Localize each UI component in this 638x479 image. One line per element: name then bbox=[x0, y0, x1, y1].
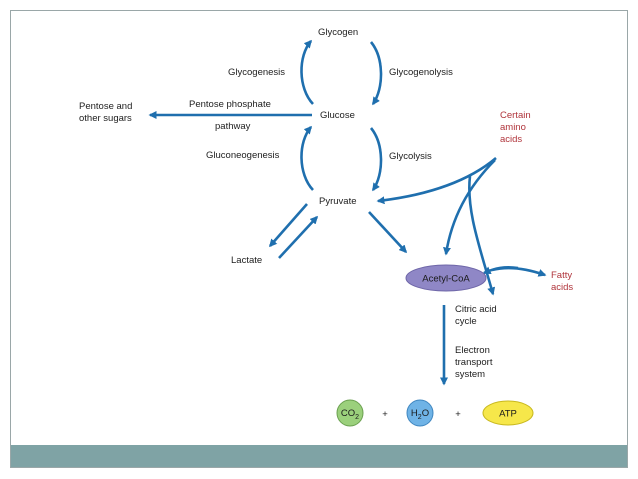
pyruvate-to-lactate-arrow bbox=[269, 203, 308, 248]
atp-node bbox=[482, 400, 534, 426]
glycogenesis-arrow bbox=[300, 39, 314, 105]
glycogenesis-label: Glycogenesis bbox=[228, 67, 286, 78]
slide-frame bbox=[10, 10, 628, 468]
svg-text:CO2: CO2 bbox=[341, 408, 359, 421]
amino-to-acetylcoa-arrow bbox=[443, 159, 496, 256]
acetyl-coa-label: Acetyl-CoA bbox=[422, 274, 470, 285]
co2-label: CO bbox=[341, 408, 355, 419]
lactate-label: Lactate bbox=[231, 255, 263, 266]
gluconeogenesis-arrow bbox=[300, 125, 314, 191]
plus-sign-1: + bbox=[382, 409, 388, 420]
gluconeogenesis-label: Gluconeogenesis bbox=[206, 150, 280, 161]
glycogenolysis-arrow bbox=[369, 41, 383, 106]
plus-sign-2: + bbox=[455, 409, 461, 420]
h2o-subscript: 2 bbox=[418, 414, 422, 421]
h2o-h-label: H bbox=[411, 408, 418, 419]
electron-transport-label: Electron transport system bbox=[455, 345, 493, 380]
amino-to-citric-arrow bbox=[468, 175, 496, 296]
slide-footer-bar bbox=[11, 445, 627, 467]
amino-to-pyruvate-arrow bbox=[376, 157, 497, 205]
co2-node bbox=[336, 399, 364, 427]
glycolysis-label: Glycolysis bbox=[389, 151, 432, 162]
glycolysis-arrow bbox=[369, 127, 383, 192]
fatty-acids-label: Fatty acids bbox=[551, 270, 574, 293]
svg-text:H2O: H2O bbox=[411, 408, 429, 421]
fatty-to-acetylcoa-arrow bbox=[482, 265, 519, 275]
pentose-pathway-label-1: Pentose phosphate bbox=[189, 99, 271, 110]
lactate-to-pyruvate-arrow bbox=[278, 215, 319, 259]
amino-acids-label: Certain amino acids bbox=[500, 110, 531, 145]
acetyl-coa-node bbox=[405, 264, 487, 292]
h2o-node bbox=[406, 399, 434, 427]
pyruvate-label: Pyruvate bbox=[319, 196, 357, 207]
glycogenolysis-label: Glycogenolysis bbox=[389, 67, 453, 78]
glucose-label: Glucose bbox=[320, 110, 355, 121]
pentose-sugars-label: Pentose and other sugars bbox=[79, 101, 133, 124]
atp-label: ATP bbox=[499, 409, 517, 420]
pyruvate-to-acetylcoa-arrow bbox=[368, 211, 408, 254]
co2-subscript: 2 bbox=[355, 414, 359, 421]
citric-acid-cycle-label: Citric acid cycle bbox=[455, 304, 497, 327]
pentose-pathway-label-2: pathway bbox=[215, 121, 251, 132]
glycogen-label: Glycogen bbox=[318, 27, 359, 38]
h2o-o-label: O bbox=[422, 408, 429, 419]
